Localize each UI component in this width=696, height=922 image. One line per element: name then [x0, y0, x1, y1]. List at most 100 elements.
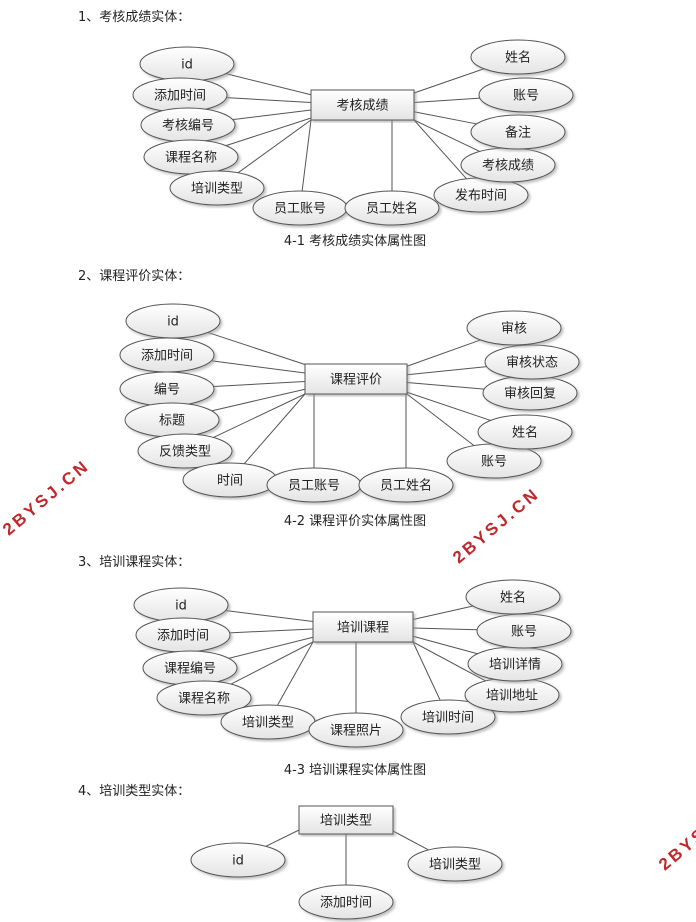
attribute-ellipse: 添加时间	[135, 617, 231, 653]
relation-line	[406, 393, 475, 447]
attribute-ellipse: 账号	[478, 77, 574, 113]
figure-caption-3: 4-3 培训课程实体属性图	[283, 763, 427, 778]
attribute-ellipse: id	[125, 303, 221, 339]
attribute-label: 员工账号	[288, 479, 340, 494]
attribute-label: 课程名称	[165, 150, 217, 166]
attribute-ellipse: 课程名称	[156, 680, 252, 716]
relation-line	[225, 73, 312, 96]
attribute-label: 标题	[159, 414, 185, 429]
relation-line	[412, 627, 478, 631]
attribute-label: 发布时间	[455, 188, 507, 204]
attribute-ellipse: 标题	[124, 402, 220, 438]
relation-line	[406, 382, 485, 390]
relation-line	[225, 117, 312, 147]
entity-label: 课程评价	[330, 373, 382, 388]
attribute-label: 培训详情	[489, 657, 541, 673]
attribute-ellipse: 员工姓名	[344, 190, 440, 226]
attribute-ellipse: 姓名	[470, 39, 566, 75]
attribute-ellipse: 审核状态	[484, 344, 580, 380]
relation-line	[406, 339, 481, 367]
attribute-ellipse: 发布时间	[433, 177, 529, 213]
relation-line	[392, 830, 429, 851]
attribute-label: 员工姓名	[366, 201, 418, 217]
attribute-ellipse: 课程照片	[308, 712, 404, 748]
relation-line	[412, 635, 478, 655]
attribute-label: 账号	[513, 89, 539, 104]
attribute-ellipse: 姓名	[477, 414, 573, 450]
attribute-ellipse: 反馈类型	[137, 433, 233, 469]
attribute-label: id	[232, 854, 244, 869]
attribute-label: 时间	[217, 474, 243, 489]
attribute-label: 备注	[505, 125, 531, 141]
attribute-label: 添加时间	[320, 896, 372, 911]
entity-label: 培训课程	[337, 620, 389, 636]
attribute-label: 课程编号	[164, 662, 216, 677]
attribute-ellipse: 员工账号	[252, 190, 348, 226]
attribute-ellipse: 编号	[119, 371, 215, 407]
attribute-ellipse: 考核编号	[140, 107, 236, 143]
attribute-label: 姓名	[505, 50, 531, 66]
attribute-ellipse: 审核	[466, 310, 562, 346]
relation-line	[413, 97, 480, 103]
attribute-label: 审核状态	[506, 356, 558, 371]
attribute-label: 培训地址	[486, 688, 538, 704]
relation-line	[412, 641, 486, 682]
attribute-ellipse: 添加时间	[119, 337, 215, 373]
section-heading-2: 2、课程评价实体：	[78, 269, 191, 284]
attribute-label: 反馈类型	[159, 445, 211, 460]
relation-line	[406, 391, 491, 421]
attribute-ellipse: 课程编号	[142, 650, 238, 686]
attribute-ellipse: 培训地址	[464, 677, 560, 713]
relation-line	[276, 641, 314, 706]
attribute-ellipse: 课程名称	[143, 139, 239, 175]
attribute-ellipse: 培训时间	[400, 699, 496, 735]
figure-caption-2: 4-2 课程评价实体属性图	[283, 514, 427, 529]
entity-box: 培训课程	[312, 611, 414, 643]
entity-box: 考核成绩	[310, 89, 415, 121]
attribute-ellipse: 备注	[470, 114, 566, 150]
relation-line	[225, 610, 314, 622]
relation-line	[413, 68, 485, 94]
attribute-ellipse: 员工账号	[266, 467, 362, 503]
attribute-label: 添加时间	[157, 629, 209, 644]
relation-line	[412, 641, 441, 701]
section-heading-4: 4、培训类型实体：	[78, 784, 191, 799]
attribute-label: 培训类型	[191, 181, 243, 197]
attribute-label: 编号	[154, 383, 180, 398]
attribute-ellipse: 考核成绩	[460, 147, 556, 183]
attribute-label: 培训类型	[429, 857, 481, 873]
attribute-label: 审核	[501, 322, 527, 337]
relation-line	[213, 393, 306, 438]
relation-line	[230, 641, 314, 685]
attribute-label: id	[175, 599, 187, 614]
attribute-label: 账号	[481, 455, 507, 470]
relation-line	[412, 605, 474, 620]
attribute-ellipse: 姓名	[465, 579, 561, 615]
attribute-ellipse: 审核回复	[482, 375, 578, 411]
relation-line	[265, 829, 300, 847]
relation-line	[228, 636, 314, 659]
entity-label: 考核成绩	[336, 99, 388, 114]
entity-box: 培训类型	[298, 805, 394, 835]
attribute-label: 考核成绩	[482, 159, 534, 174]
relation-line	[226, 97, 312, 103]
attribute-label: id	[167, 315, 179, 330]
relation-line	[213, 381, 306, 387]
attribute-label: 课程照片	[330, 724, 382, 739]
attribute-ellipse: 培训类型	[407, 846, 503, 882]
attribute-ellipse: id	[139, 46, 235, 82]
attribute-label: 课程名称	[178, 691, 230, 707]
entity-box: 课程评价	[304, 363, 408, 395]
attribute-label: 培训类型	[242, 715, 294, 731]
relation-line	[237, 119, 312, 174]
attribute-label: 添加时间	[141, 349, 193, 364]
relation-line	[413, 111, 477, 125]
attribute-ellipse: 员工姓名	[358, 467, 454, 503]
figure-caption-1: 4-1 考核成绩实体属性图	[283, 234, 427, 249]
attribute-ellipse: 账号	[476, 613, 572, 649]
relation-line	[211, 360, 306, 374]
attribute-ellipse: 添加时间	[132, 77, 228, 113]
section-heading-3: 3、培训课程实体：	[78, 555, 191, 570]
